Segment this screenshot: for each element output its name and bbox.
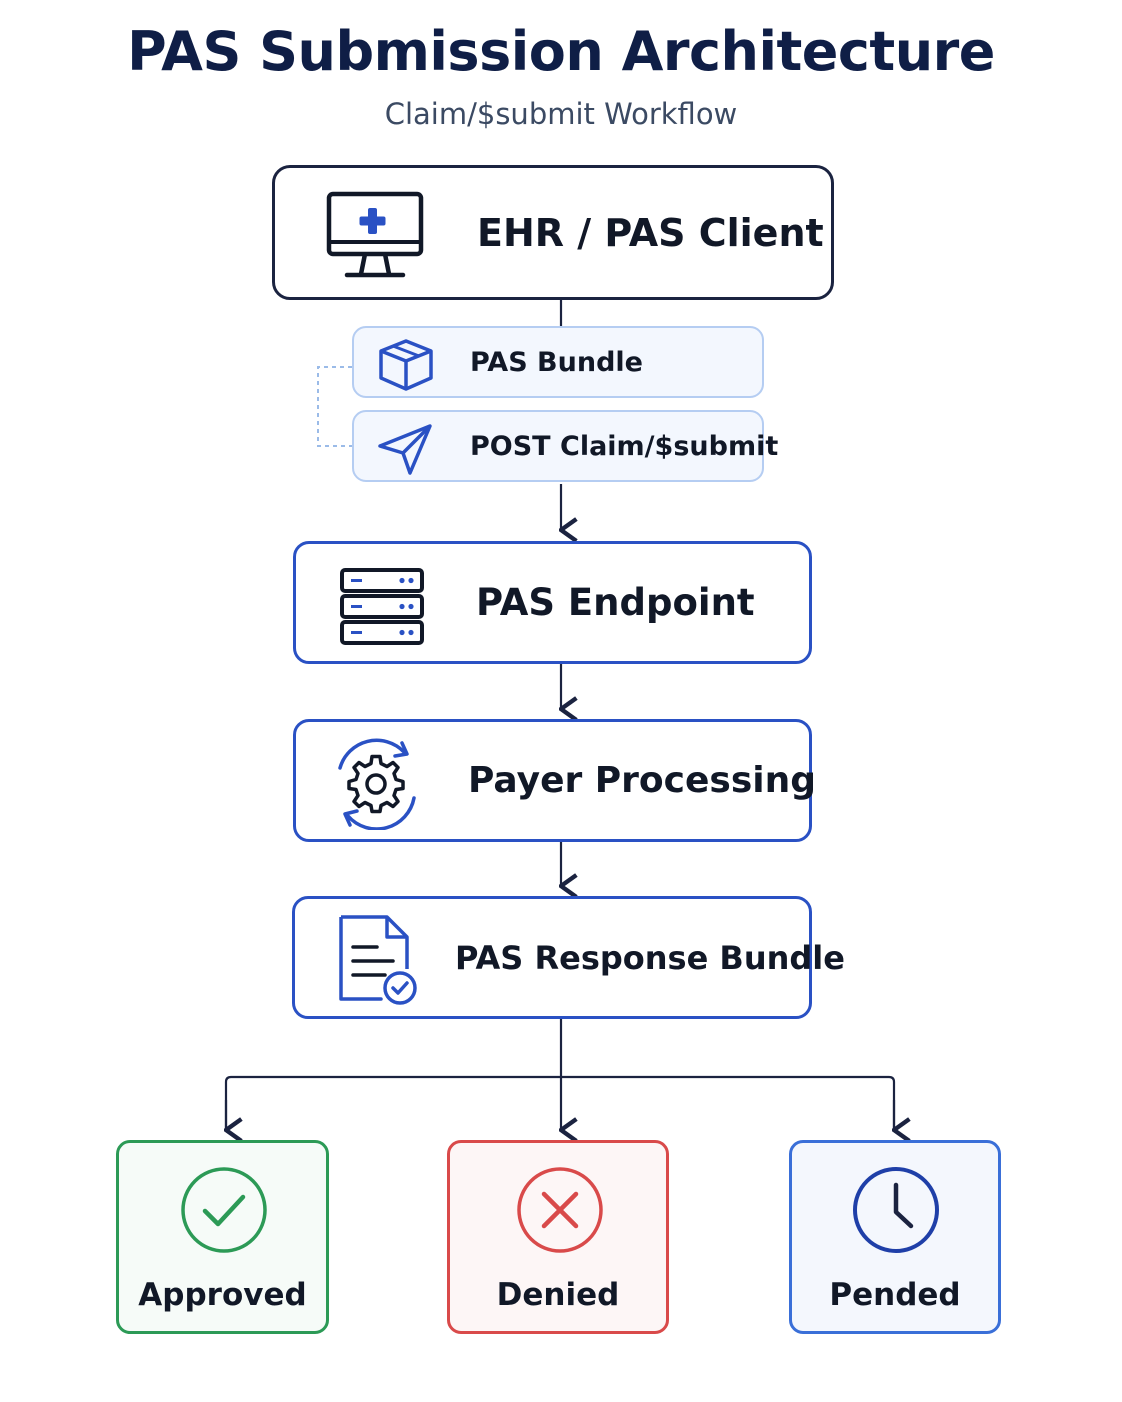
outcome-approved: Approved [116,1140,329,1334]
gear-sync-icon [338,738,416,830]
document-check-icon [339,915,417,1005]
pas-response-bundle-node: PAS Response Bundle [292,896,845,1019]
check-circle-icon [181,1167,267,1253]
pas-bundle-label: PAS Bundle [470,346,643,378]
post-submit-label: POST Claim/$submit [470,430,779,462]
pas-endpoint-node: PAS Endpoint [293,541,812,664]
dashed-bracket [317,366,352,447]
outcome-denied-label: Denied [496,1277,620,1313]
ehr-client-label: EHR / PAS Client [477,210,824,255]
payer-processing-label: Payer Processing [468,760,816,801]
clock-icon [853,1167,939,1253]
outcome-denied: Denied [447,1140,669,1334]
outcome-approved-label: Approved [138,1277,307,1313]
pas-endpoint-label: PAS Endpoint [476,581,755,624]
pas-response-bundle-label: PAS Response Bundle [455,938,845,977]
page-subtitle: Claim/$submit Workflow [384,97,738,131]
branch-connector [224,1075,896,1130]
pas-bundle-node: PAS Bundle [352,326,764,398]
send-icon [378,424,432,475]
ehr-client-node: EHR / PAS Client [272,165,834,300]
x-circle-icon [517,1167,603,1253]
server-icon [340,568,424,645]
post-submit-node: POST Claim/$submit [352,410,778,482]
box-icon [379,339,433,391]
payer-processing-node: Payer Processing [293,719,816,842]
page-title: PAS Submission Architecture [127,20,995,83]
outcome-pended: Pended [789,1140,1001,1334]
outcome-pended-label: Pended [829,1277,961,1313]
monitor-plus-icon [326,191,424,278]
